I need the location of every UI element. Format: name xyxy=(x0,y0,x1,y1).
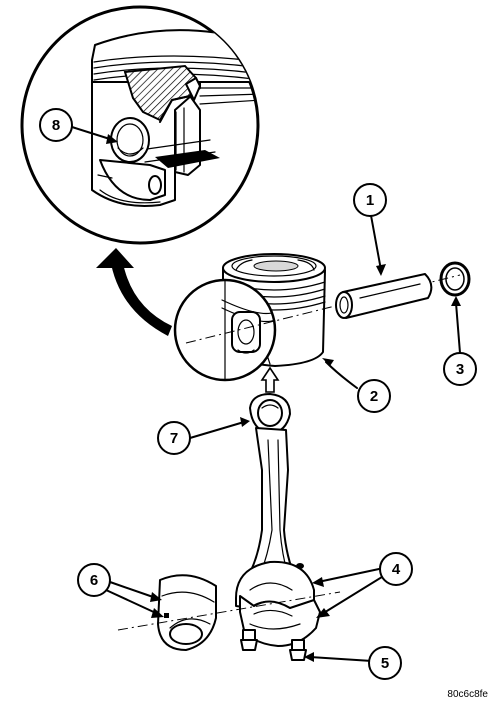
callout-8: 8 xyxy=(39,108,73,142)
callout-6-label: 6 xyxy=(90,572,98,589)
leader-lines xyxy=(71,126,461,662)
callout-4: 4 xyxy=(379,552,413,586)
callout-3: 3 xyxy=(443,352,477,386)
callout-7-label: 7 xyxy=(170,430,178,447)
crank-axis-line xyxy=(117,591,341,631)
callout-1-label: 1 xyxy=(366,192,374,209)
callout-5: 5 xyxy=(368,646,402,680)
detail-view xyxy=(20,5,260,245)
magnifier xyxy=(173,278,277,382)
callout-2: 2 xyxy=(357,379,391,413)
detail-arrow xyxy=(110,258,172,336)
connecting-rod xyxy=(235,393,315,613)
piston-pin xyxy=(335,273,433,319)
callout-2-label: 2 xyxy=(370,388,378,405)
callout-5-label: 5 xyxy=(381,655,389,672)
cap-bolts xyxy=(240,629,307,661)
assembly-arrow xyxy=(260,366,280,393)
detail-arrowhead xyxy=(96,248,134,268)
bearing-shell xyxy=(157,574,217,651)
callout-6: 6 xyxy=(77,563,111,597)
callout-3-label: 3 xyxy=(456,361,464,378)
callout-1: 1 xyxy=(353,183,387,217)
callout-7: 7 xyxy=(157,421,191,455)
figure-code: 80c6c8fe xyxy=(447,689,488,700)
callout-4-label: 4 xyxy=(392,561,401,578)
retaining-clip xyxy=(439,261,471,297)
callout-8-label: 8 xyxy=(52,117,60,134)
